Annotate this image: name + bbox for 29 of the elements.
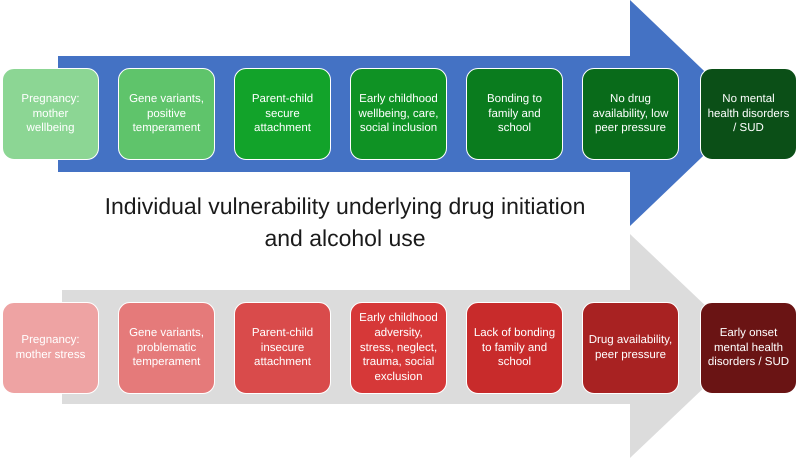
process-box bbox=[700, 68, 797, 160]
process-box bbox=[350, 68, 447, 160]
box-label: Early onset mental health disorders / SUD bbox=[706, 326, 790, 370]
box-label: Bonding to family and school bbox=[486, 92, 543, 136]
process-box bbox=[582, 302, 679, 394]
box-label: Lack of bonding to family and school bbox=[472, 326, 556, 370]
box-label: Gene variants, problematic temperament bbox=[128, 326, 205, 370]
box-label: Pregnancy: mother stress bbox=[14, 333, 86, 363]
process-box bbox=[234, 68, 331, 160]
box-label: No mental health disorders / SUD bbox=[706, 92, 790, 136]
process-box bbox=[118, 302, 215, 394]
box-label: Early childhood adversity, stress, neglect, trauma, social exclusion bbox=[358, 310, 439, 386]
process-box bbox=[466, 302, 563, 394]
process-box bbox=[350, 302, 447, 394]
box-label: Drug availability, peer pressure bbox=[588, 333, 673, 363]
process-box bbox=[234, 302, 331, 394]
box-label: Pregnancy: mother wellbeing bbox=[20, 92, 81, 136]
process-box bbox=[582, 68, 679, 160]
title: Individual vulnerability underlying drug initiation and alcohol use bbox=[104, 192, 586, 254]
process-box bbox=[466, 68, 563, 160]
process-box bbox=[118, 68, 215, 160]
process-box bbox=[2, 68, 99, 160]
process-box bbox=[2, 302, 99, 394]
box-label: Gene variants, positive temperament bbox=[128, 92, 205, 136]
box-label: Parent-child secure attachment bbox=[250, 92, 314, 136]
box-label: No drug availability, low peer pressure bbox=[592, 92, 670, 136]
box-label: Early childhood wellbeing, care, social inclusion bbox=[358, 92, 440, 136]
box-label: Parent-child insecure attachment bbox=[250, 326, 314, 370]
process-box bbox=[700, 302, 797, 394]
